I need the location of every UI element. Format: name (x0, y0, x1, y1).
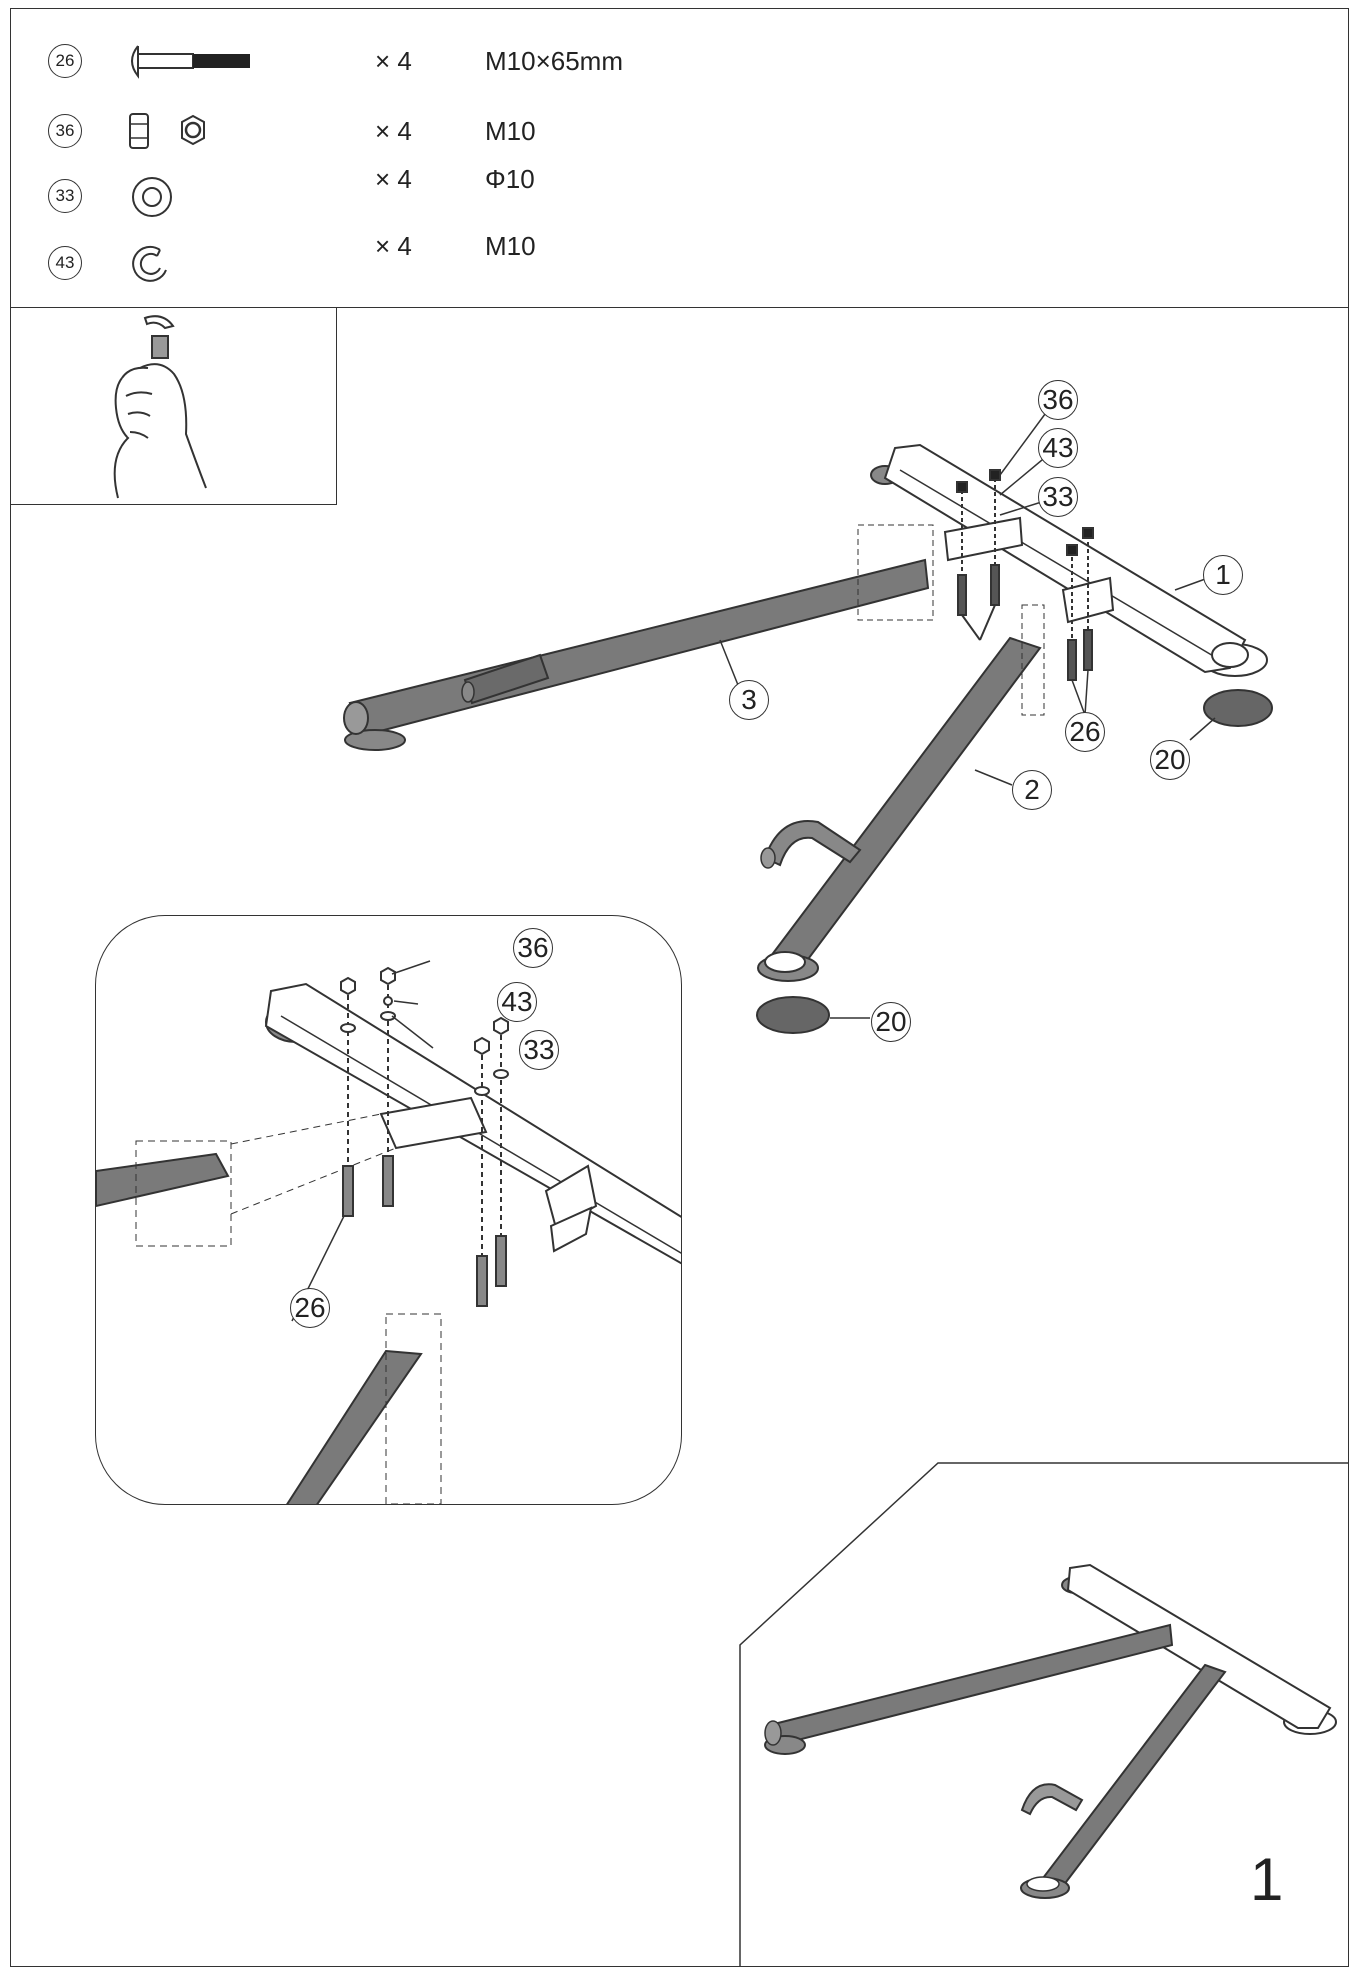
hardware-stack (956, 469, 1094, 681)
hardware-row-36: 36 × 4 M10 (10, 106, 710, 156)
detail-callout-36: 36 (513, 928, 553, 968)
detail-diagram (96, 960, 681, 1504)
hardware-list: 26 × 4 M10×65mm 36 × 4 M10 33 × 4 Φ10 43 (10, 8, 1349, 308)
tightening-tip-box (10, 308, 337, 505)
detail-callout-43: 43 (497, 982, 537, 1022)
callout-20: 20 (871, 1002, 911, 1042)
quantity: × 4 (375, 231, 412, 261)
tube-part-2 (757, 604, 1045, 982)
detail-callout-26: 26 (290, 1288, 330, 1328)
part-number: 26 (48, 44, 82, 78)
hex-nut-icon (129, 113, 205, 149)
callout-20: 20 (1150, 740, 1190, 780)
callout-1: 1 (1203, 555, 1243, 595)
callout-3: 3 (729, 680, 769, 720)
spec: Φ10 (485, 164, 535, 194)
callout-43: 43 (1038, 428, 1078, 468)
callout-36: 36 (1038, 380, 1078, 420)
crossbar-part-1 (870, 443, 1268, 677)
step-number: 1 (1250, 1846, 1284, 1913)
hardware-row-26: 26 × 4 M10×65mm (10, 36, 710, 86)
quantity: × 4 (375, 164, 412, 194)
tube-part-3 (343, 524, 934, 751)
bolt-icon (131, 45, 250, 79)
spring-washer-icon (132, 245, 167, 282)
callout-33: 33 (1038, 477, 1078, 517)
callout-26: 26 (1065, 712, 1105, 752)
detail-inset (95, 915, 682, 1505)
spec: M10×65mm (485, 46, 623, 76)
spec: M10 (485, 231, 536, 261)
part-number: 36 (48, 114, 82, 148)
hardware-row-33: 33 × 4 Φ10 (10, 164, 710, 221)
detail-callout-33: 33 (519, 1030, 559, 1070)
quantity: × 4 (375, 46, 412, 76)
foot-pad-20 (1203, 689, 1273, 727)
part-number: 43 (48, 246, 82, 280)
foot-pad-20 (756, 996, 830, 1034)
part-number: 33 (48, 179, 82, 213)
hardware-row-43: 43 × 4 M10 (10, 231, 710, 288)
callout-2: 2 (1012, 770, 1052, 810)
assembled-frame (764, 1563, 1337, 1899)
quantity: × 4 (375, 116, 412, 146)
washer-icon (132, 177, 172, 217)
hand-tighten-icon (113, 315, 207, 499)
spec: M10 (485, 116, 536, 146)
